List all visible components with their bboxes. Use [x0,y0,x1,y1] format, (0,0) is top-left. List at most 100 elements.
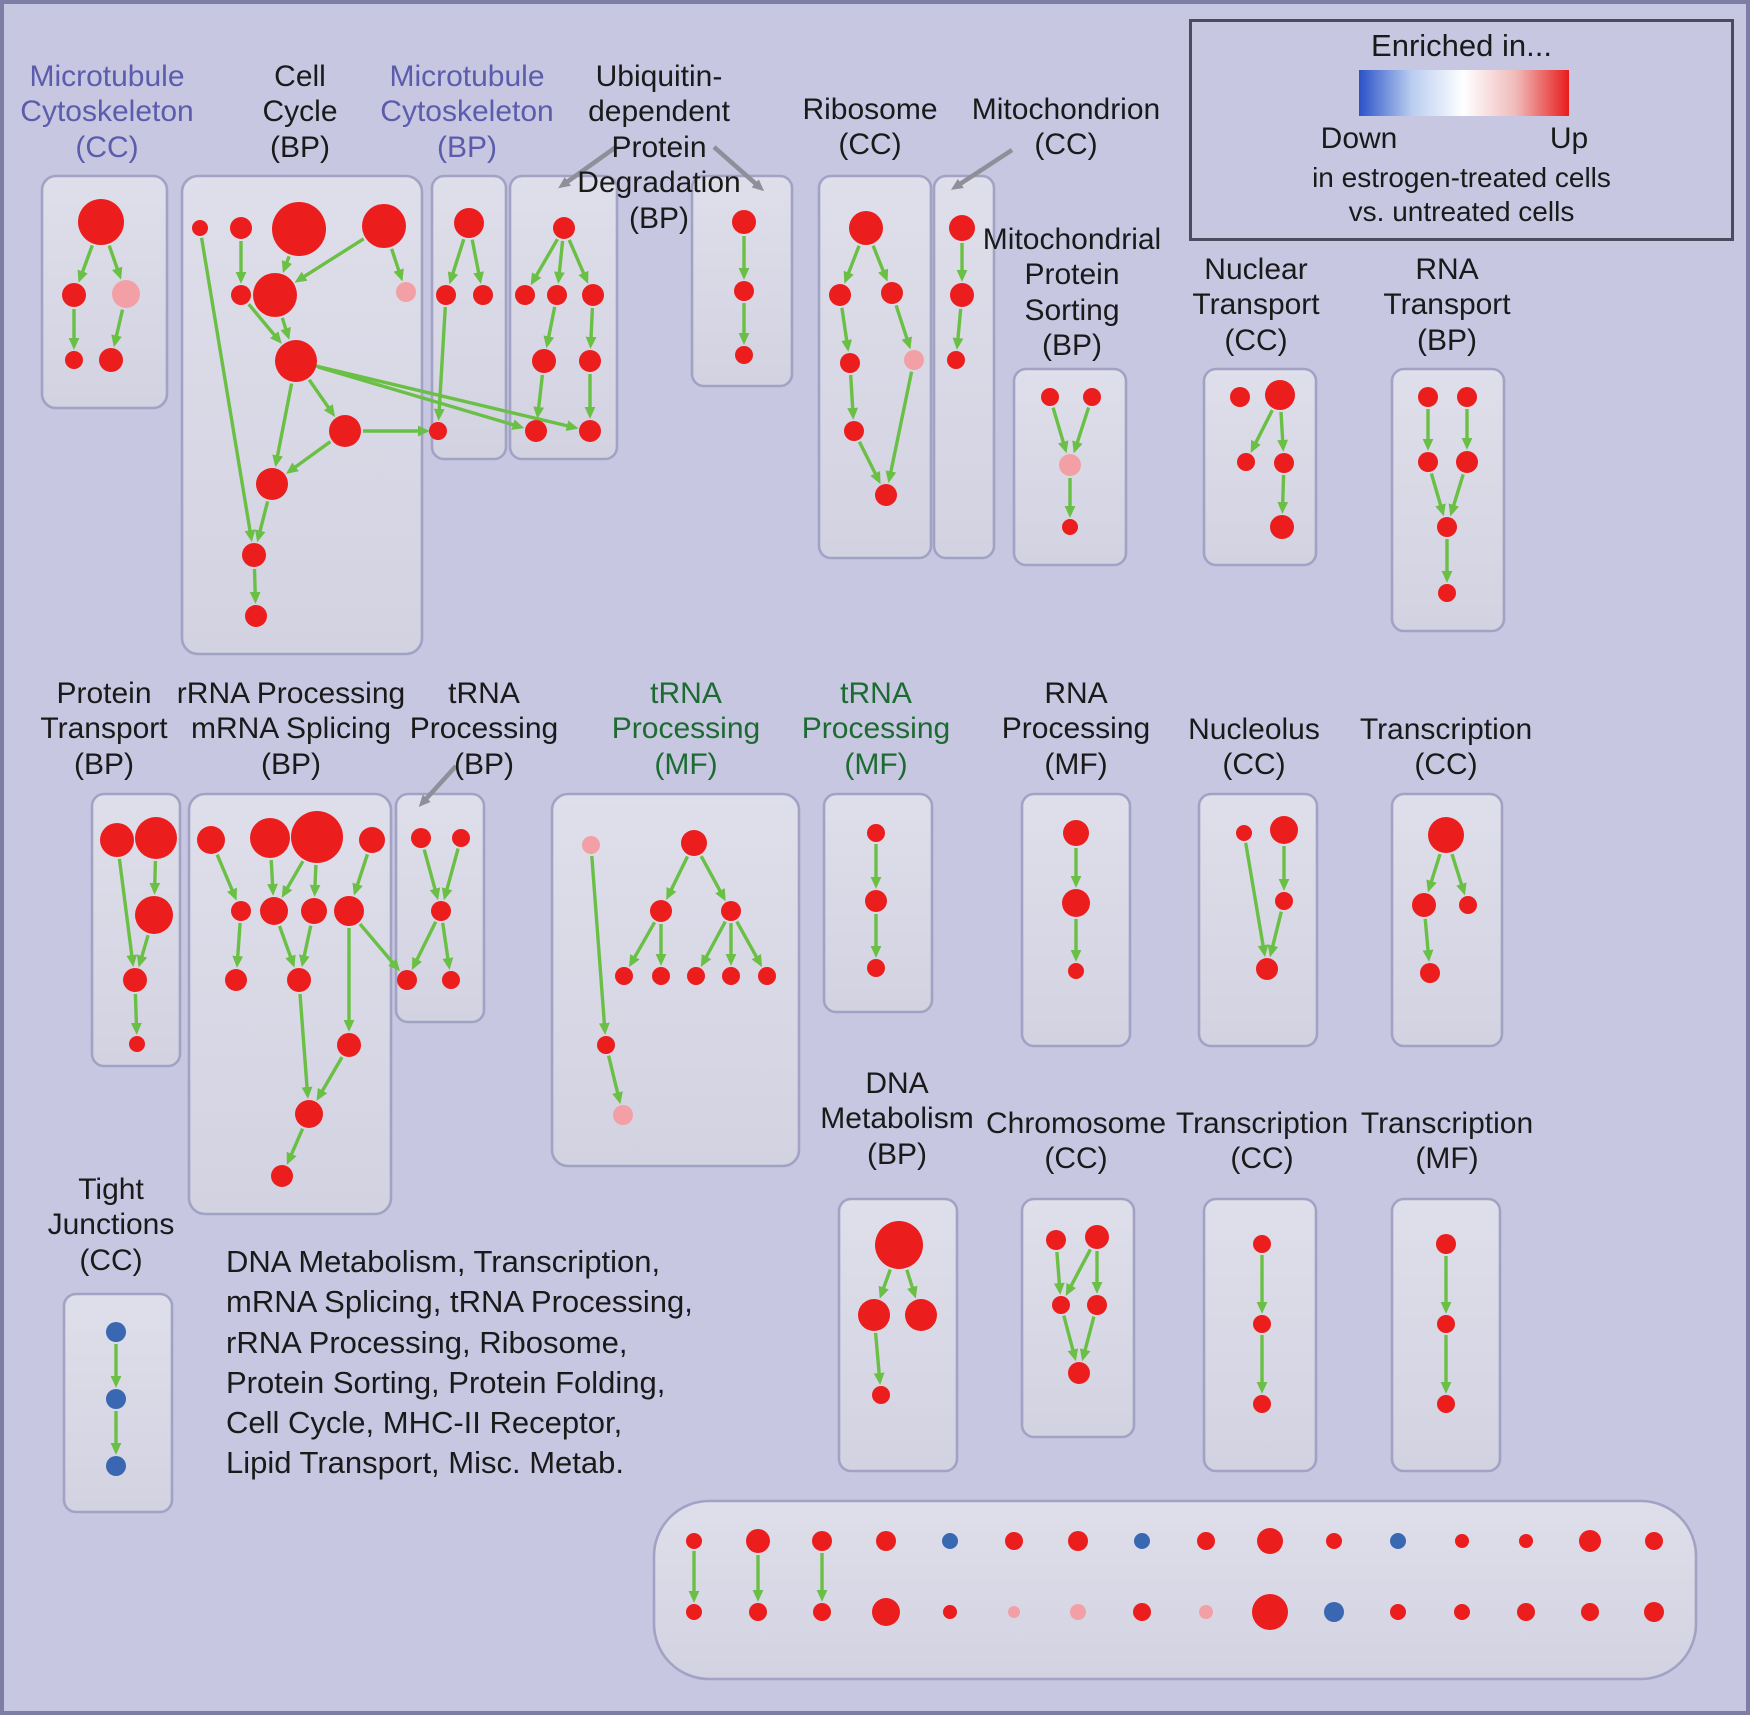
edge-arrow [873,1332,885,1385]
go-term-node [687,967,705,985]
go-term-node [442,971,460,989]
go-term-node [876,1531,896,1551]
go-term-node [1041,388,1059,406]
go-term-node [949,215,975,241]
edge-arrow [286,1128,305,1165]
go-term-node [1085,1225,1109,1249]
go-term-node [1644,1602,1664,1622]
go-term-node [1046,1230,1066,1250]
annotation-arrow [950,148,1014,190]
go-term-node [1581,1603,1599,1621]
go-term-node [1390,1604,1406,1620]
go-term-node [135,817,177,859]
label-transcription-mf: Transcription (MF) [1360,1107,1534,1176]
network-diagram [40,145,1698,1681]
edge-arrow [1426,853,1442,893]
label-rna-transport-bp: RNA Transport (BP) [1383,253,1511,357]
edge-arrow [389,248,404,282]
legend: Enriched in... Down Up in estrogen-treat… [1189,19,1734,241]
edge-arrow [878,1268,892,1299]
edge-arrow [280,317,291,340]
label-cell-cycle-bp: Cell Cycle (BP) [262,60,338,164]
go-term-node [100,823,134,857]
go-term-node [1436,1234,1456,1254]
edge-arrow [894,304,912,350]
group-box-transcription-cc-bottom [1202,1197,1318,1473]
go-term-node [515,285,535,305]
go-term-node [1438,584,1456,602]
go-term-node [1008,1606,1020,1618]
go-term-node [452,829,470,847]
edge-arrow [843,245,861,284]
edge-arrow [307,378,336,417]
go-term-node [256,468,288,500]
go-term-node [613,1105,633,1125]
annotation-arrow [418,764,458,808]
label-rrna-processing-mrna-splicing-bp: rRNA Processing mRNA Splicing (BP) [176,677,406,781]
go-term-node [1437,517,1457,537]
label-transcription-cc-mid: Transcription (CC) [1359,713,1533,782]
go-term-node [1390,1533,1406,1549]
go-term-node [337,1033,361,1057]
go-term-node [260,897,288,925]
edge-arrow [77,244,94,283]
edge-arrow [1450,853,1467,896]
go-term-node [1062,519,1078,535]
group-box-dna-metabolism-bp [837,1197,959,1473]
edge-arrow [1277,474,1289,514]
edge-arrow [298,993,313,1099]
go-term-node [813,1603,831,1621]
go-term-node [865,890,887,912]
go-term-node [812,1531,832,1551]
go-term-node [735,346,753,364]
edge-arrow [530,238,559,286]
go-term-node [553,217,575,239]
go-term-node [1063,820,1089,846]
edge-arrow [130,993,142,1035]
label-trna-processing-bp: tRNA Processing (BP) [409,677,559,781]
legend-title: Enriched in... [1371,28,1552,63]
go-term-node [1237,453,1255,471]
edge-arrow [840,307,853,352]
edge-arrow [885,371,914,484]
go-term-node [1257,1528,1283,1554]
go-term-node [106,1322,126,1342]
edge-arrow [136,934,150,968]
annotation-arrow [558,145,618,189]
group-box-misc-categories-strip [652,1499,1698,1681]
go-term-node [872,1386,890,1404]
label-microtubule-cytoskeleton-cc: Microtubule Cytoskeleton (CC) [20,60,194,164]
go-term-node [275,340,317,382]
go-term-node [1070,1604,1086,1620]
go-term-node [1133,1603,1151,1621]
go-term-node [230,217,252,239]
go-term-node [904,350,924,370]
edge-arrow [309,864,321,897]
edge-arrow [299,925,313,968]
edge-arrow [871,244,889,282]
edge-arrow [666,855,690,901]
go-term-node [397,970,417,990]
label-protein-transport-bp: Protein Transport (BP) [40,677,168,781]
go-term-node [1517,1603,1535,1621]
go-term-node [231,285,251,305]
go-term-node [681,830,707,856]
edge-arrow [857,440,881,485]
edge-arrow [1065,1248,1092,1296]
group-box-protein-transport-bp [90,792,182,1068]
go-term-node [1134,1533,1150,1549]
legend-subtitle-2: vs. untreated cells [1348,196,1575,227]
label-ubiquitin-degradation-bp: Ubiquitin- dependent Protein Degradation… [577,60,741,235]
group-box-chromosome-cc [1020,1197,1136,1439]
go-term-node [112,280,140,308]
go-term-node [65,351,83,369]
go-term-node [829,284,851,306]
go-term-node [1275,892,1293,910]
group-box-transcription-cc-mid [1390,792,1504,1048]
edge-arrow [1053,1251,1065,1295]
edge-arrow [149,860,161,895]
go-term-node [1083,388,1101,406]
edge-arrow [433,306,447,421]
go-term-node [99,348,123,372]
edge-arrow [533,374,545,419]
